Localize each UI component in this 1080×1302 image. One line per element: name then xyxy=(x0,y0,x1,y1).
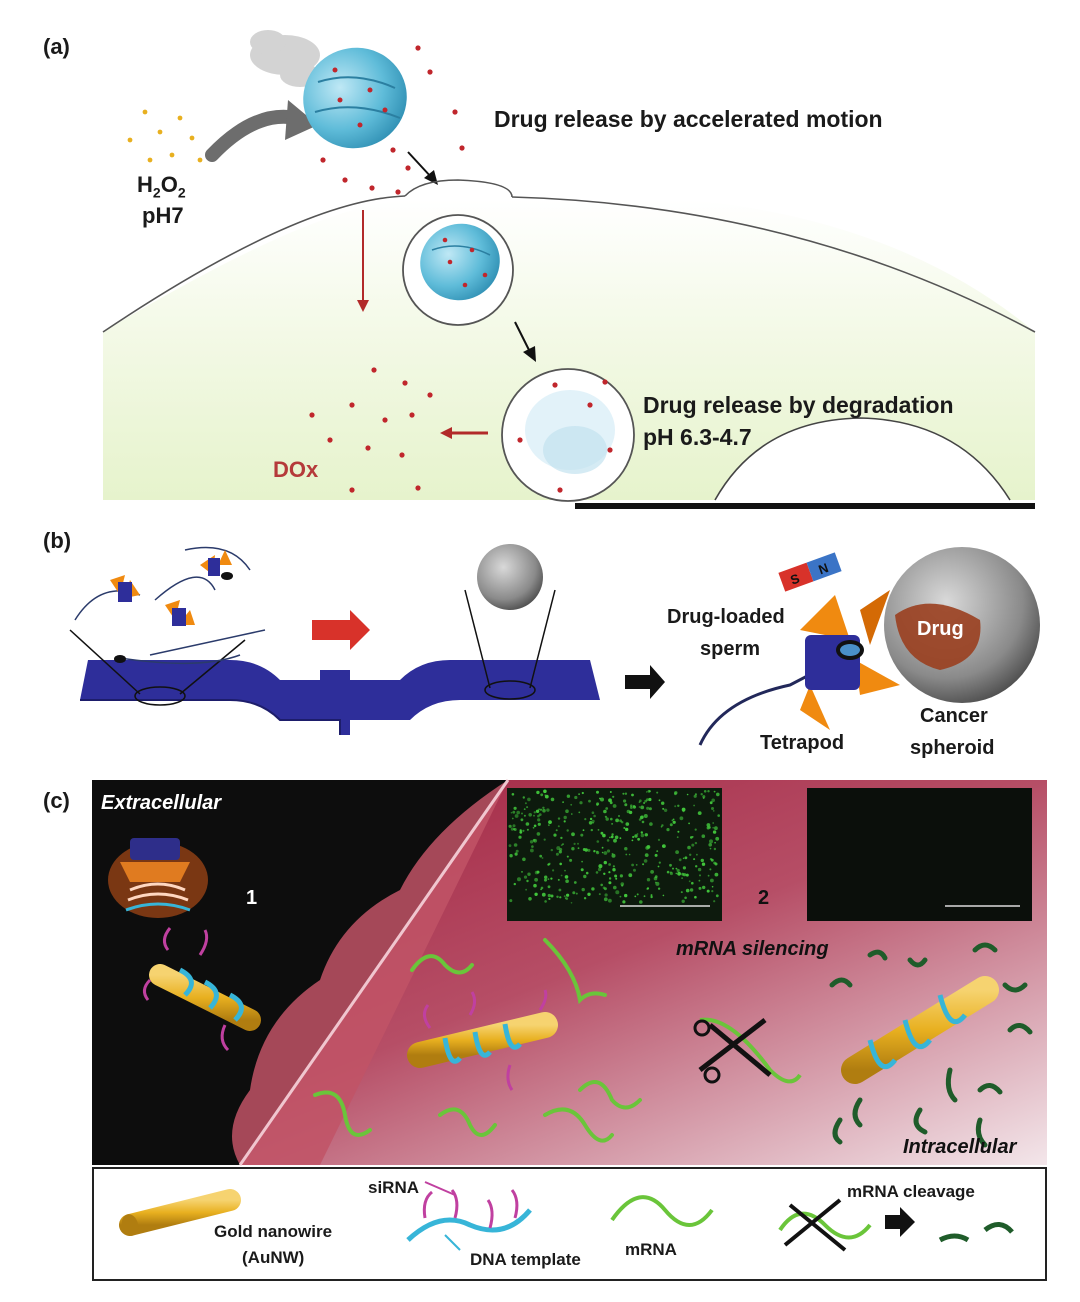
tetrapod-sperm xyxy=(698,590,900,746)
cell-cytoplasm xyxy=(103,199,1035,500)
scale-bar xyxy=(575,503,1035,509)
legend-mrna-label: mRNA xyxy=(625,1240,677,1259)
red-flow-arrow xyxy=(312,610,370,650)
legend-sirna-dna-icon xyxy=(406,1181,532,1251)
nanowire-extracellular xyxy=(143,927,261,1052)
legend-gold-nanowire-icon xyxy=(119,1189,241,1236)
intracellular-label: Intracellular xyxy=(903,1136,1017,1158)
panel-c: (c) Extracellular 1 2 mRNA silencing Int… xyxy=(0,770,1080,1302)
mrna-silencing-label: mRNA silencing xyxy=(676,938,829,960)
legend-gold-nanowire-label: Gold nanowire xyxy=(214,1222,333,1241)
panel-a-illustration xyxy=(102,30,1036,509)
fluorescence-image-after xyxy=(807,788,1032,921)
fuel-formula: H2O2 xyxy=(137,172,186,201)
degradation-ph-text: pH 6.3-4.7 xyxy=(643,424,752,450)
spheroid-label: spheroid xyxy=(910,737,995,759)
fluorescence-dots xyxy=(508,789,720,904)
legend-mrna-cleavage-label: mRNA cleavage xyxy=(847,1182,975,1201)
micromotor-endosome xyxy=(420,223,500,301)
cleaved-mrna xyxy=(829,942,1033,1148)
curved-gray-arrow xyxy=(205,109,303,162)
scissors-cleavage xyxy=(693,1017,802,1084)
panel-a-label: (a) xyxy=(43,34,70,59)
drug-label: Drug xyxy=(917,618,964,640)
panel-c-illustration xyxy=(92,779,1047,1281)
nucleus xyxy=(714,417,1011,501)
magnet: S N xyxy=(778,552,842,592)
spheroid-small xyxy=(477,544,543,610)
cancer-label: Cancer xyxy=(920,705,988,727)
micromotor-main xyxy=(303,47,407,149)
sperm-swarm xyxy=(74,546,266,665)
panel-b: S N (b) Drug-loaded sperm Drug Tetrapod … xyxy=(0,520,1080,770)
drug-loaded-label: Drug-loaded xyxy=(667,606,785,628)
step-2-label: 2 xyxy=(758,887,770,909)
dox-label: DOx xyxy=(273,457,319,482)
nanowire-cytoplasm xyxy=(407,989,558,1091)
fuel-dots xyxy=(127,109,203,163)
panel-b-label: (b) xyxy=(43,528,72,553)
ultrasound-transducer xyxy=(108,838,208,918)
drug-patch xyxy=(895,603,981,670)
released-drug-dots xyxy=(320,45,465,195)
cell-membrane-surface xyxy=(232,780,508,1165)
extracellular-label: Extracellular xyxy=(101,792,222,814)
microfluidic-chip xyxy=(80,660,600,735)
endocytic-vesicle xyxy=(404,179,513,198)
dox-dots xyxy=(309,367,433,493)
legend-cleavage-icon xyxy=(778,1198,1014,1252)
legend-dna-template-label: DNA template xyxy=(470,1250,581,1269)
legend-mrna-icon xyxy=(610,1195,714,1227)
panel-a: (a) H2O2 pH7 Drug release by accelerated… xyxy=(0,0,1080,520)
cell-membrane xyxy=(102,195,406,333)
legend-aunw-label: (AuNW) xyxy=(242,1248,305,1267)
mrna-strands xyxy=(313,938,642,1143)
sperm-label: sperm xyxy=(700,638,761,660)
extracellular-background xyxy=(92,780,508,1165)
fuel-ph: pH7 xyxy=(142,203,184,228)
panel-b-illustration: S N xyxy=(69,544,1040,746)
motion-release-text: Drug release by accelerated motion xyxy=(494,106,883,132)
legend-sirna-label: siRNA xyxy=(368,1178,420,1197)
tetrapod-label: Tetrapod xyxy=(760,732,845,754)
nanowire-intracellular xyxy=(841,976,999,1084)
degradation-release-text: Drug release by degradation xyxy=(643,392,954,418)
step-1-label: 1 xyxy=(246,887,258,909)
panel-c-label: (c) xyxy=(43,788,70,813)
